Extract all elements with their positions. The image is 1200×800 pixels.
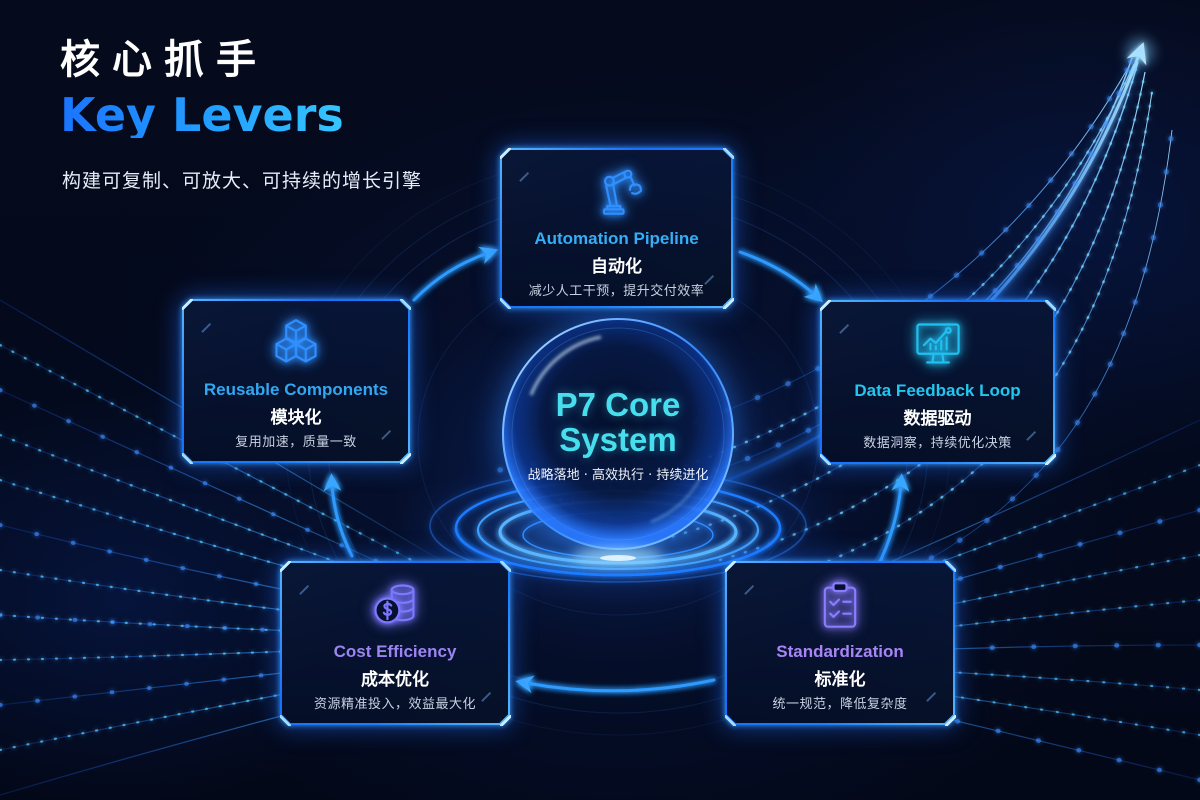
coins-dollar-icon (369, 579, 421, 631)
lever-card-cost: Cost Efficiency 成本优化 资源精准投入，效益最大化 (279, 560, 511, 726)
lever-description: 统一规范，降低复杂度 (772, 697, 908, 712)
lever-description: 复用加速，质量一致 (235, 435, 357, 450)
lever-title-cn: 标准化 (814, 670, 866, 690)
stacked-cubes-icon (270, 317, 322, 369)
arrow-automation-to-data (738, 250, 824, 303)
lever-title-en: Cost Efficiency (333, 642, 457, 661)
lever-title-en: Reusable Components (203, 380, 389, 399)
arrow-reusable-to-automation (412, 246, 499, 302)
card-frame (279, 560, 511, 726)
page-subtitle: 构建可复制、可放大、可持续的增长引擎 (62, 170, 423, 192)
page-title-cn: 核心抓手 (60, 37, 268, 83)
clipboard-checklist-icon (814, 579, 866, 631)
lever-title-en: Standardization (776, 642, 904, 661)
lever-title-cn: 模块化 (270, 408, 322, 428)
lever-title-en: Automation Pipeline (534, 229, 699, 248)
card-frame (819, 299, 1056, 465)
lever-card-standardization: Standardization 标准化 统一规范，降低复杂度 (724, 560, 956, 726)
lever-description: 数据洞察，持续优化决策 (863, 436, 1012, 451)
monitor-chart-icon (912, 318, 964, 370)
arrow-standardization-to-data (878, 473, 910, 564)
arrow-cost-to-reusable (323, 473, 354, 558)
lever-title-cn: 自动化 (591, 257, 642, 277)
lever-card-data-feedback: Data Feedback Loop 数据驱动 数据洞察，持续优化决策 (819, 299, 1056, 465)
lever-description: 减少人工干预，提升交付效率 (528, 284, 705, 299)
card-frame (181, 298, 411, 464)
lever-card-automation: Automation Pipeline 自动化 减少人工干预，提升交付效率 (499, 147, 734, 309)
core-title-line1: P7 Core (555, 386, 681, 423)
lever-title-cn: 数据驱动 (903, 409, 972, 429)
core-tagline: 战略落地 · 高效执行 · 持续进化 (527, 468, 709, 483)
robot-arm-icon (591, 166, 643, 218)
core-title-line2: System (559, 421, 677, 458)
arrow-standardization-to-cost (515, 675, 716, 694)
lever-title-en: Data Feedback Loop (854, 381, 1021, 400)
page-title-en: Key Levers (60, 88, 344, 142)
lever-card-reusable: Reusable Components 模块化 复用加速，质量一致 (181, 298, 411, 464)
lever-title-cn: 成本优化 (361, 670, 429, 690)
lever-description: 资源精准投入，效益最大化 (313, 697, 476, 712)
trail-arrow-glow (1126, 38, 1154, 66)
